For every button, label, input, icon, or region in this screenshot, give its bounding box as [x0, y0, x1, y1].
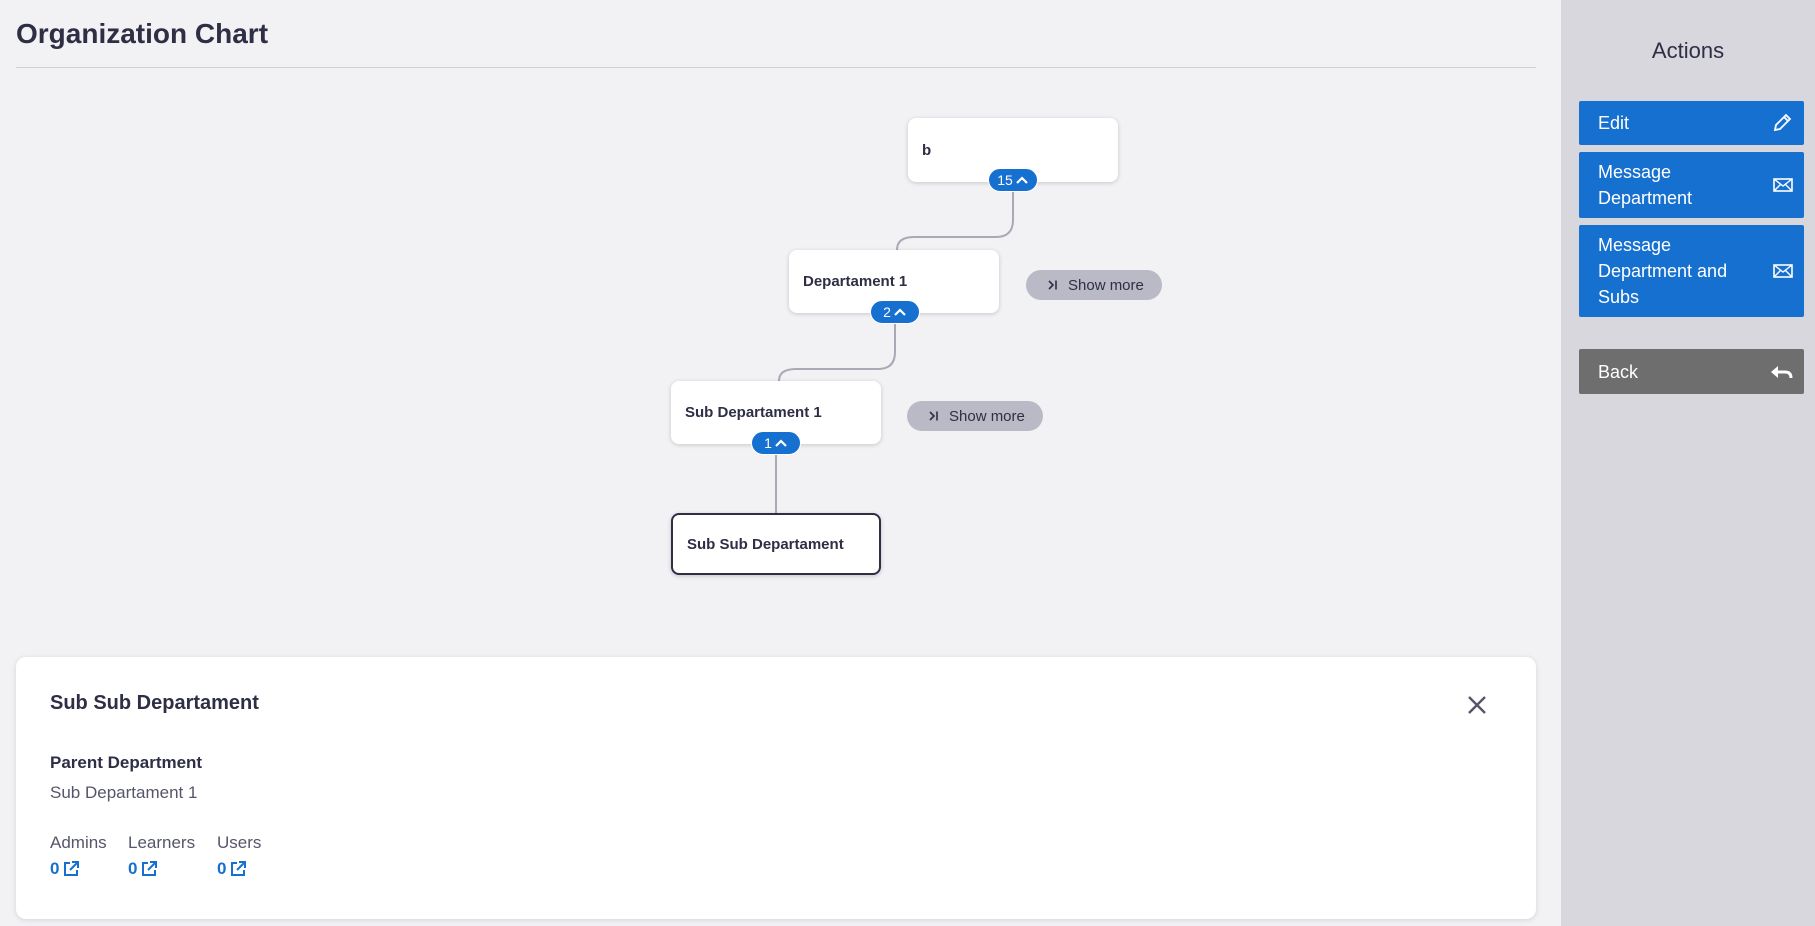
node-label: Departament 1: [803, 273, 908, 290]
external-link-icon: [64, 861, 80, 876]
message-department-and-subs-button[interactable]: Message Department and Subs: [1579, 225, 1804, 317]
node-count-toggle[interactable]: 15: [988, 168, 1038, 192]
show-more-label: Show more: [1068, 276, 1144, 294]
stat-label: Admins: [50, 833, 107, 852]
message-department-and-subs-label: Message Department and Subs: [1598, 235, 1728, 307]
stat-label: Users: [217, 833, 262, 852]
chevron-up-icon: [1016, 176, 1028, 184]
back-button-label: Back: [1598, 361, 1639, 382]
chevron-up-icon: [775, 439, 787, 447]
main-area: Organization Chart b 15 Departament 1 2 …: [16, 18, 1536, 919]
pencil-icon: [1773, 113, 1792, 132]
show-more-button[interactable]: Show more: [1026, 270, 1162, 300]
node-label: Sub Sub Departament: [687, 535, 844, 553]
title-divider: [16, 67, 1536, 68]
stat-value: 0: [50, 859, 60, 878]
stat-label: Learners: [128, 833, 196, 852]
stat-admins: Admins 0: [50, 833, 107, 879]
message-department-label: Message Department: [1598, 162, 1693, 208]
envelope-icon: [1773, 264, 1793, 278]
show-more-label: Show more: [949, 407, 1025, 425]
actions-title: Actions: [1651, 38, 1725, 63]
node-count-toggle[interactable]: 2: [870, 300, 920, 324]
show-more-button[interactable]: Show more: [907, 401, 1043, 431]
parent-department-label: Parent Department: [50, 753, 203, 772]
envelope-icon: [1773, 178, 1793, 192]
node-count: 2: [883, 304, 891, 320]
reply-arrow-icon: [1771, 365, 1793, 378]
org-node-departament-1[interactable]: Departament 1: [789, 250, 999, 313]
expand-right-icon: [929, 411, 938, 421]
external-link-icon: [142, 861, 158, 876]
learners-count-link[interactable]: 0: [128, 859, 195, 879]
users-count-link[interactable]: 0: [217, 859, 261, 879]
expand-right-icon: [1048, 280, 1057, 290]
page-title: Organization Chart: [16, 18, 269, 49]
message-department-button[interactable]: Message Department: [1579, 152, 1804, 218]
node-label: Sub Departament 1: [685, 404, 822, 421]
actions-sidebar: Actions Edit Message Department Message …: [1561, 0, 1815, 926]
admins-count-link[interactable]: 0: [50, 859, 107, 879]
edit-button[interactable]: Edit: [1579, 101, 1804, 145]
node-count-toggle[interactable]: 1: [751, 431, 801, 455]
node-count: 1: [764, 435, 772, 451]
node-label: b: [922, 141, 932, 159]
chart-connectors: [775, 190, 1014, 513]
stat-learners: Learners 0: [128, 833, 195, 879]
edit-button-label: Edit: [1598, 113, 1630, 133]
stat-value: 0: [128, 859, 138, 878]
close-button[interactable]: [1462, 690, 1492, 720]
back-button[interactable]: Back: [1579, 349, 1804, 394]
external-link-icon: [231, 861, 247, 876]
chevron-up-icon: [894, 308, 906, 316]
close-icon: [1468, 696, 1486, 714]
department-detail-panel: Sub Sub Departament Parent Department Su…: [16, 657, 1536, 919]
parent-department-value: Sub Departament 1: [50, 783, 198, 802]
stat-users: Users 0: [217, 833, 261, 879]
org-node-sub-sub-departament[interactable]: Sub Sub Departament: [671, 513, 881, 575]
detail-title: Sub Sub Departament: [50, 692, 259, 714]
node-count: 15: [997, 172, 1013, 188]
stat-value: 0: [217, 859, 227, 878]
